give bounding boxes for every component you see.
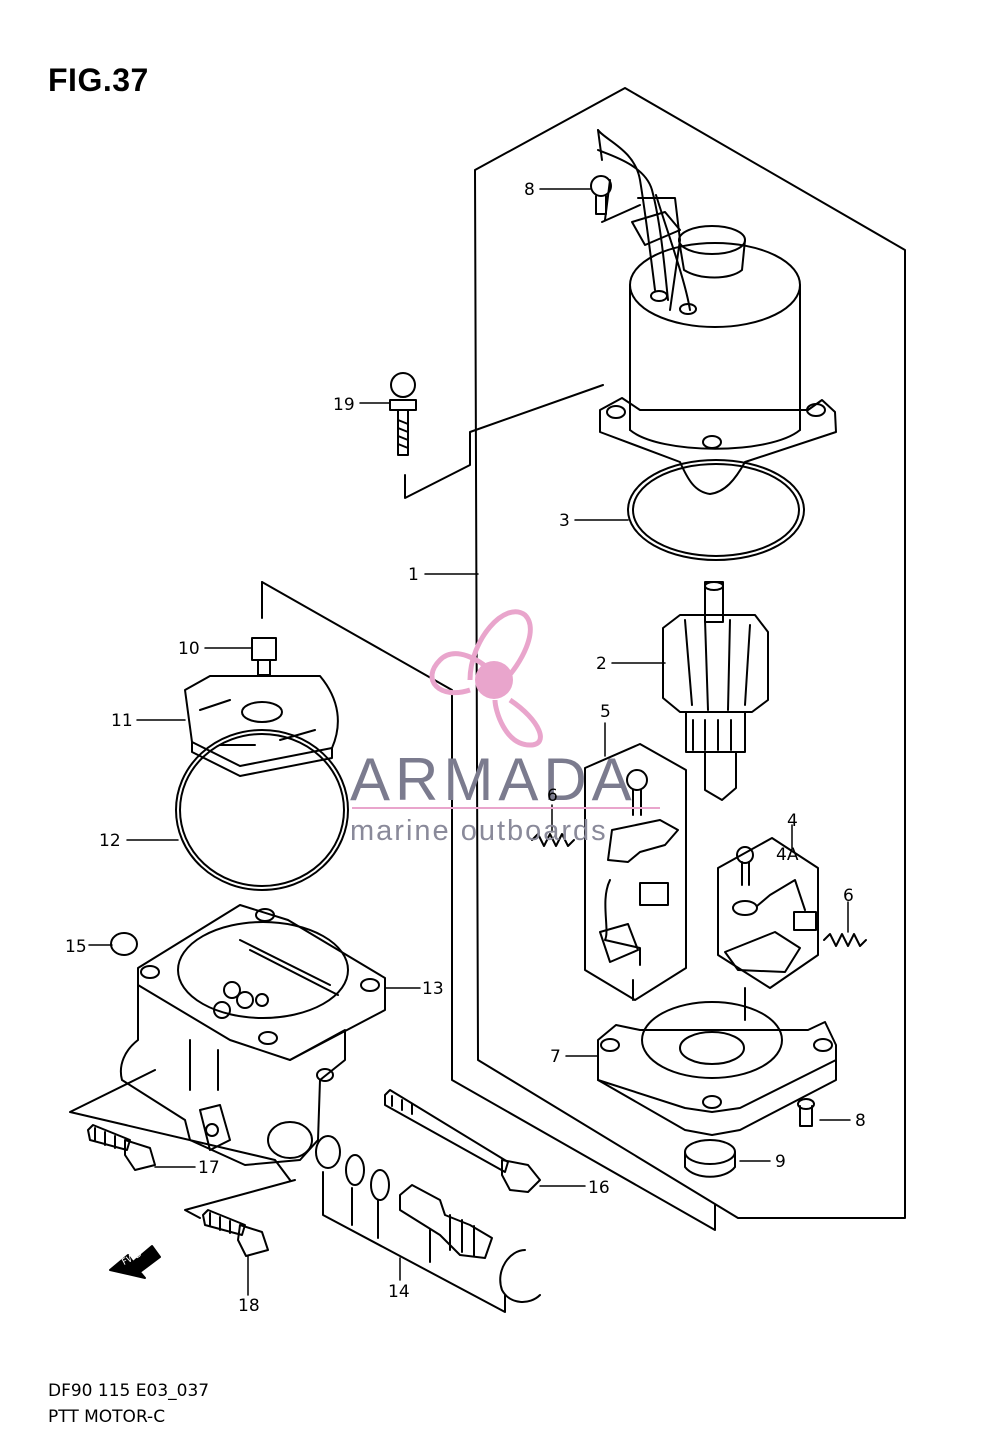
armature-2: [662, 581, 769, 801]
callout-8-top: 8: [524, 180, 535, 200]
callout-17: 17: [198, 1158, 220, 1178]
callout-8-bottom: 8: [855, 1111, 866, 1131]
bolt-19-guide: [404, 384, 604, 499]
callout-7: 7: [550, 1047, 561, 1067]
bolt-18: [202, 1209, 269, 1257]
callout-5: 5: [600, 702, 611, 722]
guide-18: [184, 1179, 296, 1219]
housing-13: [119, 904, 386, 1166]
watermark-tagline: marine outboards: [350, 815, 608, 847]
washer-9: [684, 1139, 736, 1178]
bolt-19: [389, 372, 417, 456]
callout-6-left: 6: [547, 786, 558, 806]
callout-3: 3: [559, 511, 570, 531]
callout-11: 11: [111, 711, 133, 731]
callout-4a: 4A: [776, 845, 799, 865]
callout-18: 18: [238, 1296, 260, 1316]
pin-10: [251, 637, 277, 676]
diagram-name: PTT MOTOR-C: [48, 1407, 166, 1427]
o-ring-3: [627, 459, 805, 561]
diagram-code: DF90 115 E03_037: [48, 1381, 210, 1401]
guide-17: [69, 1069, 291, 1181]
callout-2: 2: [596, 654, 607, 674]
figure-title: FIG.37: [48, 62, 149, 98]
motor-wires: [597, 129, 691, 311]
callout-19: 19: [333, 395, 355, 415]
bolt-16: [384, 1089, 541, 1193]
callout-15: 15: [65, 937, 87, 957]
leader-lines: [88, 188, 851, 1296]
callout-1: 1: [408, 565, 419, 585]
screw-8-top: [590, 175, 612, 215]
callout-13: 13: [422, 979, 444, 999]
watermark-brand: ARMADA: [350, 746, 637, 813]
callout-4: 4: [787, 811, 798, 831]
callout-labels: 1 2 3 4 4A 5 6 6 7 8 8 9 10 11 12 13 14 …: [65, 180, 866, 1316]
motor-housing: [599, 225, 837, 495]
callout-12: 12: [99, 831, 121, 851]
plate-11: [184, 675, 339, 777]
end-frame-7: [597, 979, 837, 1136]
assembly-frame: [474, 87, 906, 1219]
brush-holder-4: [717, 837, 819, 989]
watermark: ARMADA marine outboards: [350, 609, 660, 847]
callout-10: 10: [178, 639, 200, 659]
propeller-logo-icon: [429, 609, 543, 748]
o-ring-15: [110, 932, 138, 956]
inner-frame: [261, 581, 716, 1231]
valve-14: [315, 1135, 541, 1313]
callout-9: 9: [775, 1152, 786, 1172]
bolt-17: [87, 1124, 156, 1171]
screw-8-bottom: [797, 1098, 815, 1127]
spring-6-right: [823, 933, 867, 947]
fwd-arrow-icon: [109, 1245, 161, 1279]
spring-6-left: [531, 833, 575, 847]
o-ring-12: [175, 729, 349, 891]
callout-16: 16: [588, 1178, 610, 1198]
callout-6-right: 6: [843, 886, 854, 906]
brush-holder-5: [584, 743, 687, 1001]
callout-14: 14: [388, 1282, 410, 1302]
